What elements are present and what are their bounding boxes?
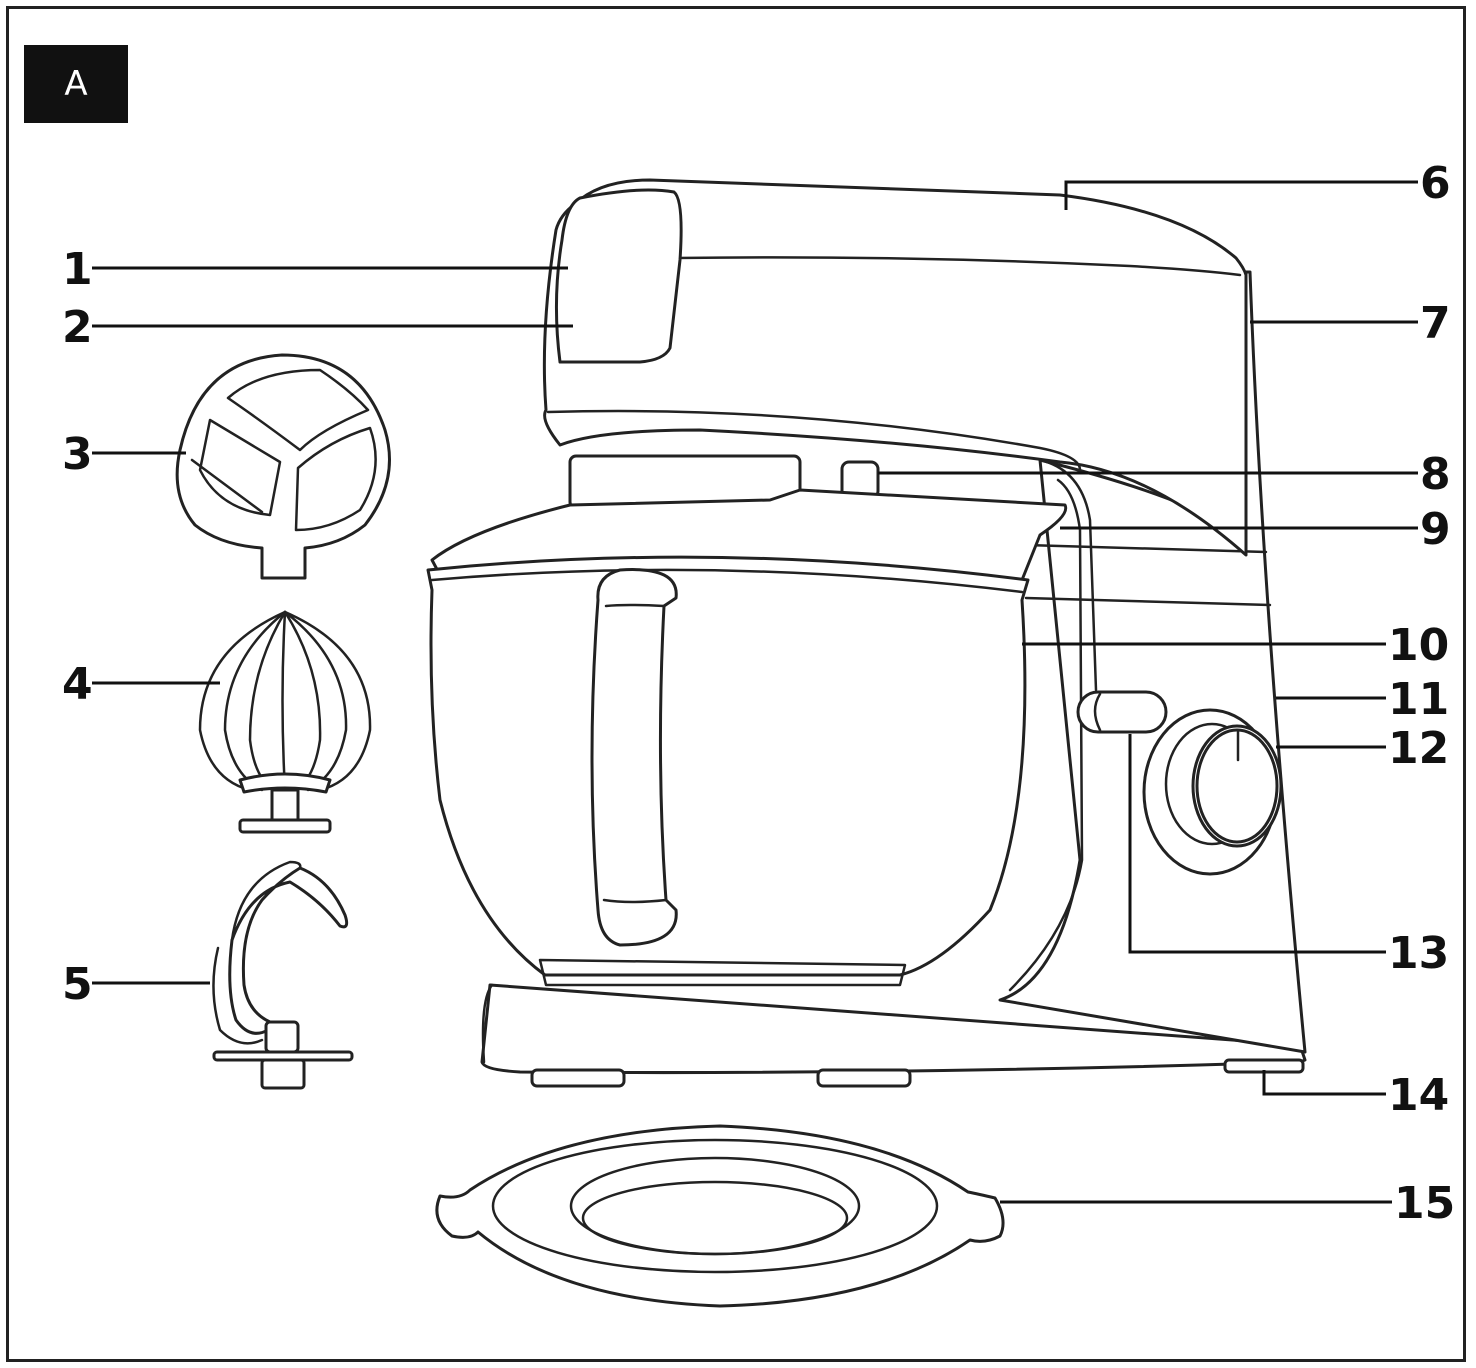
callout-5: 5 (62, 959, 93, 1010)
callout-11: 11 (1388, 674, 1449, 725)
figure-badge: A (24, 45, 128, 123)
callout-15: 15 (1394, 1178, 1455, 1229)
callout-3: 3 (62, 429, 93, 480)
callout-1: 1 (62, 244, 93, 295)
head-release-button (1076, 690, 1168, 734)
callout-8: 8 (1420, 449, 1451, 500)
drive-arm (1008, 458, 1098, 992)
callout-10: 10 (1388, 620, 1449, 671)
callout-4: 4 (62, 659, 93, 710)
leader-6 (1064, 180, 1418, 210)
callout-6: 6 (1420, 158, 1451, 209)
flat-beater (175, 353, 391, 580)
callout-9: 9 (1420, 504, 1451, 555)
bowl-cover (435, 1124, 1005, 1308)
leader-13 (1128, 734, 1386, 954)
callout-labels: 1 2 3 4 5 6 7 8 9 10 11 12 13 14 15 (62, 158, 1455, 1229)
callout-12: 12 (1388, 723, 1449, 774)
callout-13: 13 (1388, 928, 1449, 979)
mixer-base (480, 983, 1307, 1088)
mixing-bowl (426, 555, 1030, 987)
leader-lines (92, 180, 1418, 1204)
leader-14 (1262, 1070, 1386, 1096)
figure-frame (6, 6, 1466, 1362)
speed-dial (1142, 708, 1283, 876)
callout-2: 2 (62, 302, 93, 353)
mixer-head (542, 178, 1248, 557)
dough-hook (212, 860, 354, 1090)
callout-14: 14 (1388, 1070, 1449, 1121)
callout-7: 7 (1420, 298, 1451, 349)
whisk (198, 610, 372, 834)
